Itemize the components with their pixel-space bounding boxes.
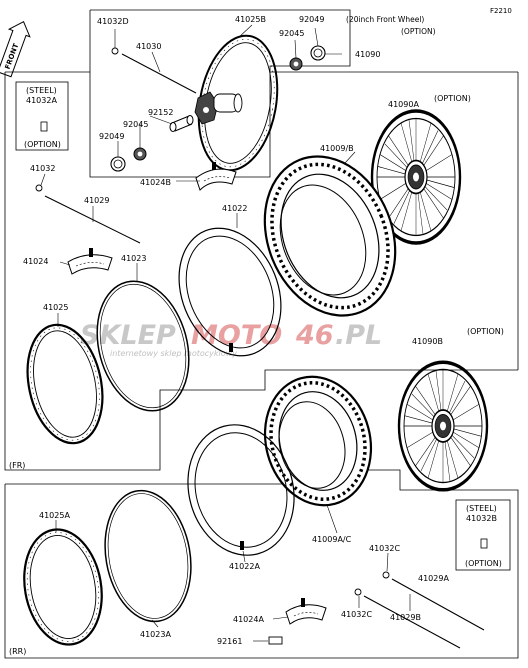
- section-front-label: (FR): [9, 461, 25, 470]
- steel-bottom-part: 41032B: [466, 514, 497, 523]
- label-41030: 41030: [136, 42, 161, 51]
- nipple-steel-icon: [40, 121, 48, 132]
- label-41009ac: 41009A/C: [312, 535, 352, 544]
- page-code: F2210: [490, 7, 512, 15]
- label-92161: 92161: [217, 637, 242, 646]
- label-41032d: 41032D: [97, 17, 129, 26]
- label-92049-low: 92049: [99, 132, 124, 141]
- label-41032c-low: 41032C: [341, 610, 372, 619]
- tire-41009b-icon: [263, 155, 397, 317]
- label-41025: 41025: [43, 303, 68, 312]
- nipple-41032c-icon: [382, 571, 390, 579]
- weight-92161-icon: [268, 636, 283, 645]
- steel-top-part: 41032A: [26, 96, 57, 105]
- label-41022: 41022: [222, 204, 247, 213]
- label-41032: 41032: [30, 164, 55, 173]
- label-41009b: 41009/B: [320, 144, 354, 153]
- label-41024: 41024: [23, 257, 48, 266]
- nipple-41032c-b-icon: [354, 588, 362, 596]
- front-section-box: [4, 72, 518, 471]
- wheel-41090b-icon: [397, 360, 489, 492]
- rim-band-41023-icon: [96, 280, 190, 412]
- front-wheel-box: [89, 9, 351, 178]
- label-41090a: 41090A: [388, 100, 419, 109]
- spoke-41029b-icon: [363, 595, 461, 649]
- label-41090a-option: (OPTION): [434, 94, 471, 103]
- rim-lock-41024b-icon: [195, 162, 237, 191]
- watermark-part3: 46: [295, 320, 334, 351]
- label-41090: 41090: [355, 50, 380, 59]
- nipple-41032-icon: [35, 184, 43, 192]
- rim-41025a-icon: [23, 528, 103, 646]
- watermark: SKLEP MOTO 46 .PL internetowy sklep moto…: [80, 320, 382, 358]
- nipple-41032d-icon: [111, 47, 119, 55]
- label-92152: 92152: [148, 108, 173, 117]
- label-41090b: 41090B: [412, 337, 443, 346]
- label-41023a: 41023A: [140, 630, 171, 639]
- watermark-tagline: internetowy sklep motocyklowy: [110, 349, 237, 358]
- steel-option-box-bottom: [455, 499, 511, 571]
- spoke-41030-icon: [121, 53, 197, 94]
- label-41022a: 41022A: [229, 562, 260, 571]
- front-direction-badge: FRONT: [0, 20, 31, 78]
- steel-bottom-option: (OPTION): [465, 559, 502, 568]
- rim-lock-41024a-icon: [285, 598, 327, 625]
- label-41025b: 41025B: [235, 15, 266, 24]
- nipple-steel-b-icon: [480, 538, 488, 549]
- front-wheel-box-title: (20inch Front Wheel): [346, 15, 424, 24]
- rim-lock-41024-icon: [67, 248, 113, 275]
- label-41090b-option: (OPTION): [467, 327, 504, 336]
- label-41024a: 41024A: [233, 615, 264, 624]
- steel-option-box-top: [15, 81, 69, 151]
- spoke-41029-icon: [44, 195, 141, 244]
- seal-92049b-icon: [110, 156, 126, 172]
- part-labels: 41032D 41025B 92049 41030 92045 41090 92…: [23, 15, 504, 646]
- label-41029a: 41029A: [418, 574, 449, 583]
- front-wheel-box-option: (OPTION): [401, 27, 436, 36]
- spoke-41029a-icon: [391, 578, 485, 631]
- watermark-part1: SKLEP: [80, 320, 176, 351]
- label-41029: 41029: [84, 196, 109, 205]
- rim-41025-icon: [26, 323, 104, 445]
- collar-92152-icon: [169, 115, 194, 132]
- tube-41022-icon: [178, 227, 282, 357]
- label-92045-top: 92045: [279, 29, 304, 38]
- label-41025a: 41025A: [39, 511, 70, 520]
- seal-92049-icon: [310, 45, 326, 61]
- steel-top-label: (STEEL): [26, 86, 57, 95]
- steel-top-option: (OPTION): [24, 140, 61, 149]
- leader-lines: [40, 24, 411, 642]
- label-92045-low: 92045: [123, 120, 148, 129]
- tire-41009ac-icon: [263, 375, 373, 507]
- tube-41022a-icon: [187, 424, 295, 556]
- label-92049-top: 92049: [299, 15, 324, 24]
- label-41023: 41023: [121, 254, 146, 263]
- rear-section-box: [4, 469, 519, 659]
- label-41032c-top: 41032C: [369, 544, 400, 553]
- steel-bottom-label: (STEEL): [466, 504, 497, 513]
- rim-band-41023a-icon: [104, 489, 192, 623]
- watermark-part4: .PL: [335, 320, 382, 351]
- label-41029b: 41029B: [390, 613, 421, 622]
- watermark-part2: MOTO: [191, 320, 282, 351]
- hub-icon: [194, 91, 243, 125]
- label-41024b: 41024B: [140, 178, 171, 187]
- section-rear-label: (RR): [9, 647, 26, 656]
